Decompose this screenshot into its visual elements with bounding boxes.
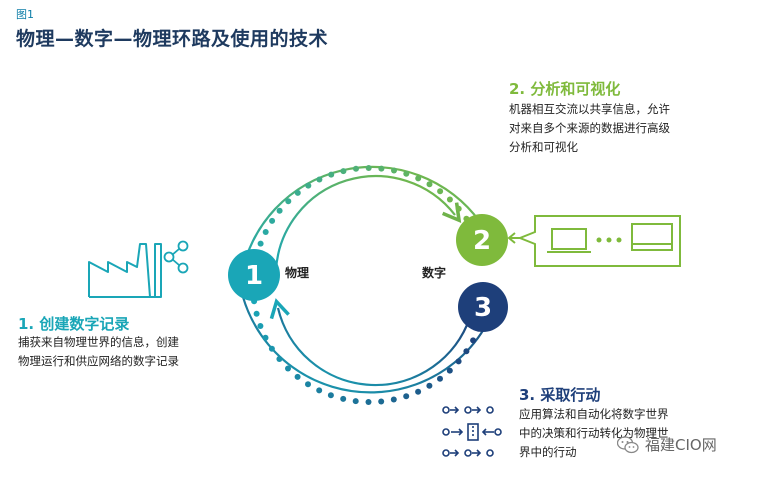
upper-arc [239,165,482,284]
arc-dot [415,388,422,395]
arc-dot [403,170,410,177]
arc-dot [305,381,311,388]
arc-dot [455,358,462,365]
arc-dot [269,217,276,224]
step-3-title: 3. 采取行动 [519,386,601,404]
arc-dot [294,373,301,380]
arc-dot [378,165,385,172]
arc-dot [353,165,359,172]
arc-dot [262,334,269,341]
monitor-icon [631,223,673,251]
step-3-description: 应用算法和自动化将数字世界 中的决策和行动转化为物理世 界中的行动 [519,405,669,462]
watermark-text: 福建CIO网 [645,436,717,454]
physical-label: 物理 [285,265,309,280]
arc-dot [285,198,292,205]
arc-dot [470,337,477,344]
arc-dot [285,365,291,372]
arc-dot [328,171,335,178]
step-3-desc-line: 中的决策和行动转化为物理世 [519,426,669,440]
arc-dot [446,367,453,374]
arc-dot [426,181,433,188]
arc-dot [316,387,323,394]
figure-title: 物理—数字—物理环路及使用的技术 [16,28,329,50]
arc-dot [253,310,260,317]
arc-dot [305,182,312,189]
digital-label: 数字 [422,265,446,280]
laptop-icon [547,228,591,253]
step-3-desc-line: 界中的行动 [519,445,577,459]
arc-dot [257,323,264,329]
node-2: 2 [456,214,508,266]
arc-dot [276,356,283,362]
algorithm-arrows-icon [442,406,502,457]
arc-dot [257,240,264,247]
arc-dot [415,175,422,182]
step-3-desc-line: 应用算法和自动化将数字世界 [519,407,669,421]
dots-separator [596,237,622,243]
figure-label: 图1 [16,8,34,21]
arc-dot [294,189,301,196]
step-2-title: 2. 分析和可视化 [509,80,621,98]
arc-dot [426,382,433,389]
arc-dot [262,229,269,235]
watermark: 福建CIO网 [617,434,717,455]
arc-dot [316,176,323,183]
share-icon [163,240,189,274]
arc-dot [340,395,347,402]
arc-dot [365,165,372,171]
wechat-icon [617,435,639,453]
step-1-title: 1. 创建数字记录 [18,315,130,333]
arc-dot [391,167,397,174]
arc-dot [352,398,359,405]
step-1-desc-line: 物理运行和供应网络的数字记录 [18,354,179,368]
node-1: 1 [228,249,280,301]
device-panel [507,215,681,267]
factory-icon [88,243,162,298]
step-2-description: 机器相互交流以共享信息，允许 对来自多个来源的数据进行高级 分析和可视化 [509,100,670,157]
node-1-number: 1 [245,261,263,291]
arc-dot [276,207,283,214]
arc-dot [365,399,372,405]
arc-dot [340,168,347,175]
arc-dot [327,392,334,399]
arc-dot [403,393,410,400]
step-1-description: 捕获来自物理世界的信息，创建 物理运行和供应网络的数字记录 [18,333,179,371]
arc-dot [390,396,397,403]
node-2-number: 2 [473,226,491,256]
arc-dot [437,188,444,195]
arc-dot [446,196,453,203]
arc-dot [268,345,275,352]
step-2-desc-line: 分析和可视化 [509,140,578,154]
step-2-desc-line: 机器相互交流以共享信息，允许 [509,102,670,116]
arc-dot [455,205,462,212]
lower-arc [241,289,502,405]
step-2-desc-line: 对来自多个来源的数据进行高级 [509,121,670,135]
node-3: 3 [458,282,508,332]
arc-dot [463,348,470,355]
step-1-desc-line: 捕获来自物理世界的信息，创建 [18,335,179,349]
node-3-number: 3 [474,293,492,323]
arc-dot [378,398,385,405]
lower-arc-dots [251,298,482,405]
arc-dot [437,375,443,382]
